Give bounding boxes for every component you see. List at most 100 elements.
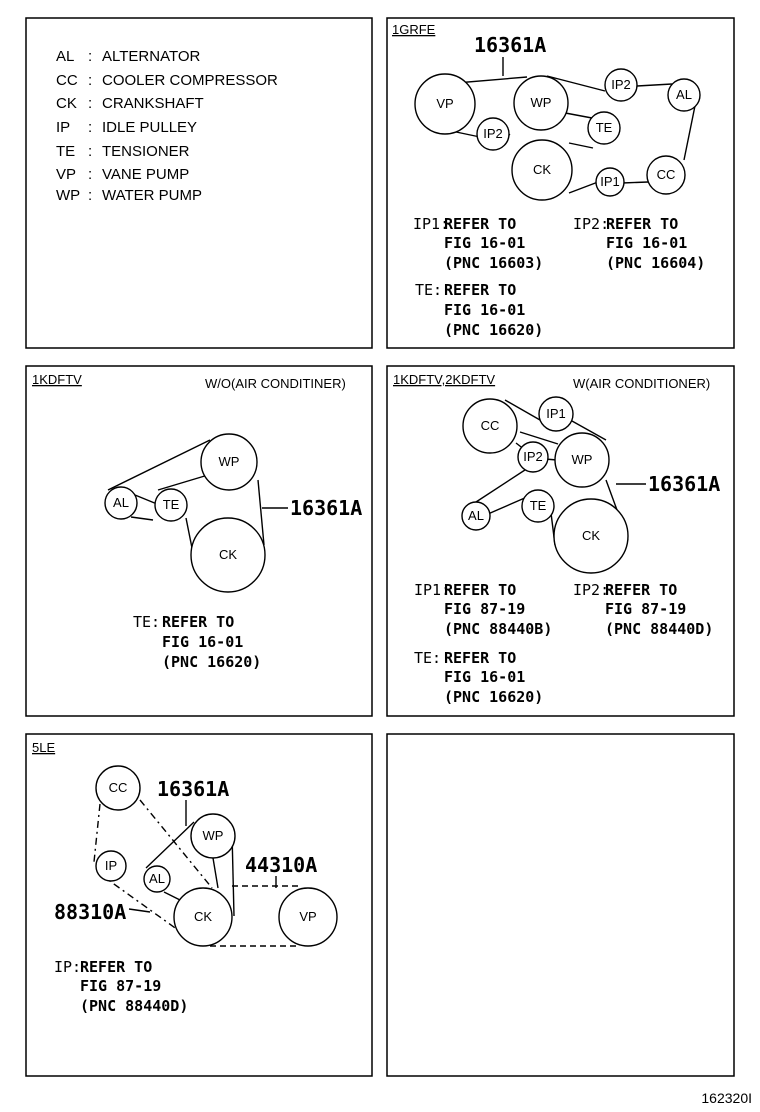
legend-sep: :: [88, 187, 92, 204]
note-line: (PNC 16620): [444, 321, 543, 339]
vane-pump-pulley: [414, 73, 476, 135]
refer-note: IP: REFER TO FIG 87-19 (PNC 88440D): [54, 958, 188, 1015]
cooler-compressor-pulley: [646, 155, 686, 195]
pulley-label: TE: [163, 497, 180, 512]
legend-panel: [25, 17, 373, 349]
legend-name: TENSIONER: [102, 143, 190, 160]
belt-1kdftv: [107, 439, 265, 549]
empty-panel: [386, 733, 735, 1077]
legend-sep: :: [88, 48, 92, 65]
legend-name: ALTERNATOR: [102, 48, 201, 65]
water-pump-pulley: [554, 432, 610, 488]
note-line: FIG 16-01: [444, 234, 525, 252]
legend-name: CRANKSHAFT: [102, 95, 204, 112]
engine-tag: 1GRFE: [392, 22, 436, 37]
pulley-label: IP2: [611, 77, 631, 92]
pulley-label: VP: [436, 96, 453, 111]
part-number-label: 44310A: [245, 853, 317, 877]
pulley-label: IP1: [600, 174, 620, 189]
engine-tag: 1KDFTV: [32, 372, 82, 387]
idle-pulley-2: [604, 68, 638, 102]
note-label: IP2:: [573, 215, 609, 233]
pulley-label: WP: [572, 452, 593, 467]
note-line: (PNC 88440D): [605, 620, 713, 638]
idle-pulley: [95, 850, 127, 882]
note-line: REFER TO: [444, 581, 516, 599]
pulley-label: CK: [219, 547, 237, 562]
figure-id: 162320I: [701, 1090, 752, 1106]
condition-label: W(AIR CONDITIONER): [573, 376, 710, 391]
crankshaft-pulley: [553, 498, 629, 574]
tensioner-pulley: [587, 111, 621, 145]
note-label: IP1:: [413, 215, 449, 233]
note-line: FIG 87-19: [605, 600, 686, 618]
part-number-label: 16361A: [474, 33, 546, 57]
condition-label: W/O(AIR CONDITINER): [205, 376, 346, 391]
refer-note: IP1: REFER TO FIG 87-19 (PNC 88440B): [414, 581, 552, 638]
water-pump-pulley: [513, 75, 569, 131]
pulley-label: WP: [219, 454, 240, 469]
note-line: REFER TO: [444, 281, 516, 299]
pulley-label: IP2: [523, 449, 543, 464]
note-line: REFER TO: [444, 649, 516, 667]
pulley-label: VP: [299, 909, 316, 924]
vane-pump-pulley: [278, 887, 338, 947]
legend-sep: :: [88, 166, 92, 183]
note-label: IP2:: [573, 581, 609, 599]
pulley-label: WP: [203, 828, 224, 843]
note-label: TE:: [133, 613, 160, 631]
note-line: FIG 16-01: [606, 234, 687, 252]
pulleys-5le: CC WP IP AL CK VP: [95, 765, 338, 947]
pulley-label: IP1: [546, 406, 566, 421]
pulley-label: IP2: [483, 126, 503, 141]
pulleys-1kdftv: WP AL TE CK: [104, 433, 266, 593]
refer-note: IP2: REFER TO FIG 16-01 (PNC 16604): [573, 215, 705, 272]
cooler-compressor-pulley: [462, 398, 518, 454]
note-line: (PNC 16603): [444, 254, 543, 272]
refer-note: TE: REFER TO FIG 16-01 (PNC 16620): [414, 649, 543, 706]
water-pump-pulley: [190, 813, 236, 859]
note-line: FIG 16-01: [444, 301, 525, 319]
pulley-label: CC: [657, 167, 676, 182]
engine-tag: 5LE: [32, 740, 55, 755]
legend-name: WATER PUMP: [102, 187, 202, 204]
refer-note: TE: REFER TO FIG 16-01 (PNC 16620): [133, 613, 261, 671]
legend-name: COOLER COMPRESSOR: [102, 72, 278, 89]
note-line: FIG 87-19: [80, 977, 161, 995]
idle-pulley-1: [538, 396, 574, 432]
alternator-pulley: [104, 486, 138, 520]
note-line: REFER TO: [605, 581, 677, 599]
leader-line: [128, 908, 151, 913]
note-line: REFER TO: [606, 215, 678, 233]
note-line: FIG 16-01: [162, 633, 243, 651]
legend-sep: :: [88, 95, 92, 112]
refer-note: IP1: REFER TO FIG 16-01 (PNC 16603): [413, 215, 543, 272]
legend-sep: :: [88, 143, 92, 160]
legend-code: WP: [56, 187, 80, 204]
pulley-label: CC: [481, 418, 500, 433]
pulley-label: AL: [676, 87, 692, 102]
note-line: (PNC 88440D): [80, 997, 188, 1015]
pulley-label: CK: [194, 909, 212, 924]
alternator-pulley: [461, 501, 491, 531]
crankshaft-pulley: [173, 887, 233, 947]
legend-sep: :: [88, 72, 92, 89]
pulleys-1kdftv-2kdftv: CC IP1 IP2 WP AL TE CK: [461, 396, 629, 574]
alternator-pulley: [143, 865, 171, 893]
pulley-label: CK: [582, 528, 600, 543]
pulley-label: WP: [531, 95, 552, 110]
note-line: (PNC 16604): [606, 254, 705, 272]
crankshaft-pulley: [190, 517, 266, 593]
legend-code: TE: [56, 143, 75, 160]
note-line: (PNC 16620): [444, 688, 543, 706]
legend-name: VANE PUMP: [102, 166, 189, 183]
note-label: IP1:: [414, 581, 450, 599]
tensioner-pulley: [154, 488, 188, 522]
pulleys-1grfe: VP WP IP2 IP2 AL TE CK IP1 CC: [414, 68, 701, 201]
pulley-label: AL: [468, 508, 484, 523]
pulley-label: AL: [113, 495, 129, 510]
idle-pulley-1: [595, 167, 625, 197]
pulley-label: TE: [596, 120, 613, 135]
note-line: REFER TO: [444, 215, 516, 233]
